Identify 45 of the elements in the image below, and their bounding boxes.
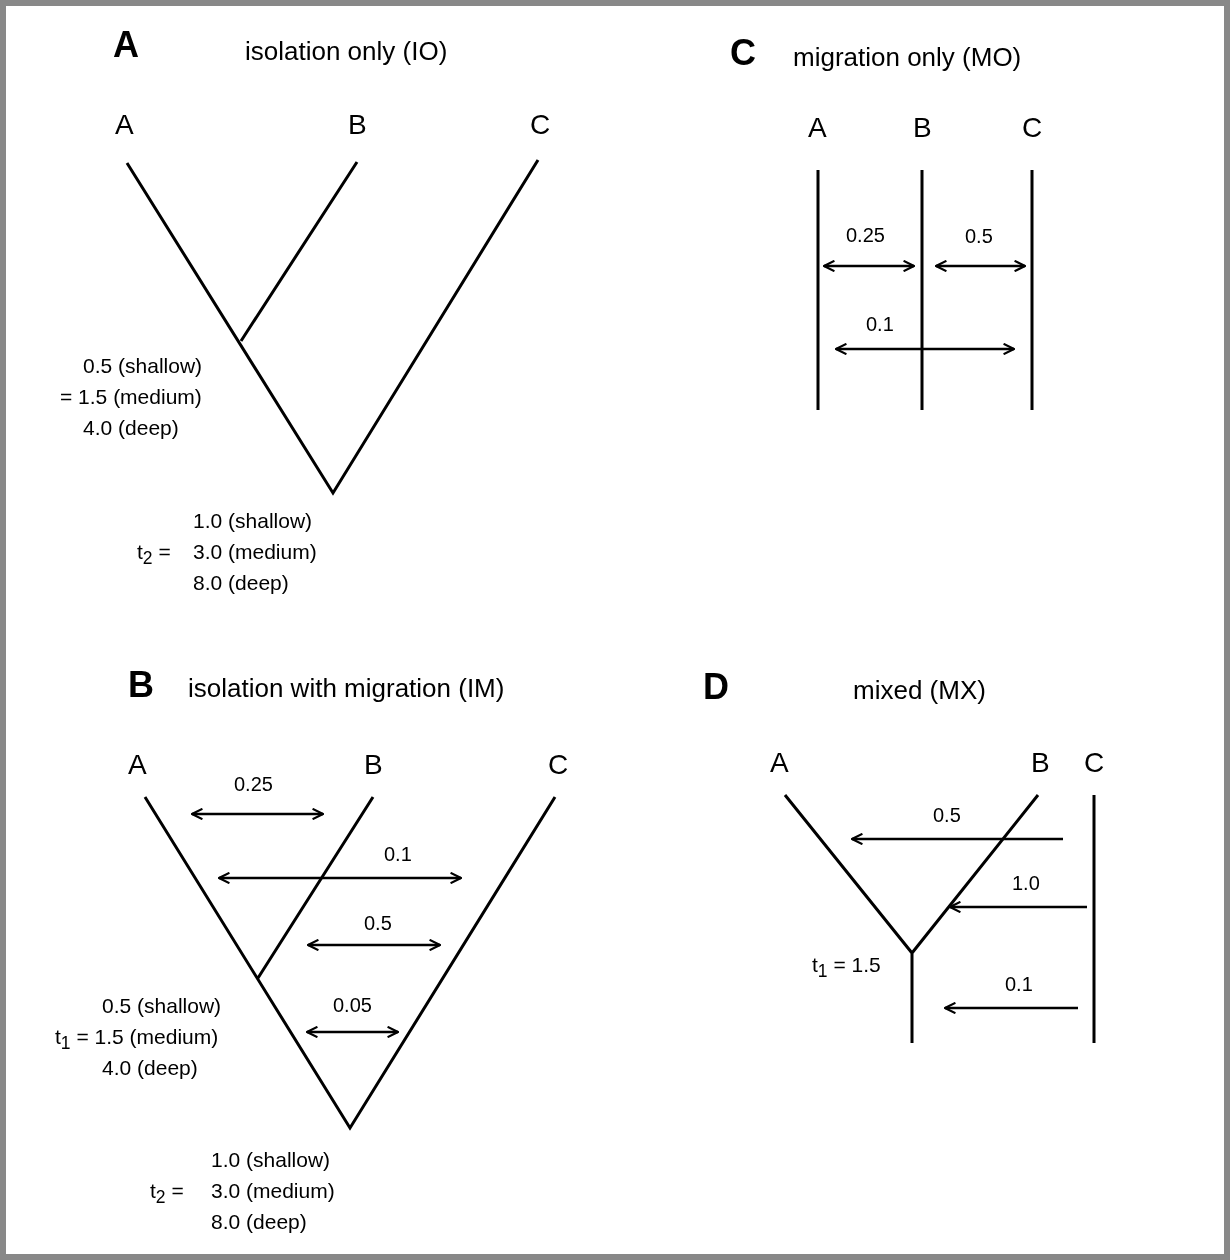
population-label: B <box>348 110 367 141</box>
migration-rate: 0.1 <box>384 843 412 865</box>
panel-title: mixed (MX) <box>853 676 986 705</box>
population-label: A <box>770 748 789 779</box>
time-value: t$_{1}$ = 1.5 (medium) <box>55 1025 219 1054</box>
panel-letter: A <box>113 25 139 65</box>
population-label: B <box>1031 748 1050 779</box>
population-label: C <box>530 110 551 141</box>
time-value: 8.0 (deep) <box>211 1210 307 1234</box>
time-value: = 1.5 (medium) <box>60 385 202 409</box>
migration-rate: 0.5 <box>965 225 993 247</box>
panel-letter: C <box>730 33 756 73</box>
panel-title: migration only (MO) <box>793 43 1022 72</box>
migration-rate: 0.5 <box>364 912 392 934</box>
population-label: B <box>364 750 383 781</box>
time-value: 3.0 (medium) <box>193 540 317 564</box>
migration-rate: 0.25 <box>234 773 273 795</box>
population-label: B <box>913 113 932 144</box>
time-value: 4.0 (deep) <box>83 416 179 440</box>
panel-letter: D <box>703 667 729 707</box>
time-value: 0.5 (shallow) <box>102 994 222 1018</box>
population-label: A <box>128 750 147 781</box>
population-label: C <box>548 750 569 781</box>
time-value: t$_{2}$ = <box>137 540 171 569</box>
time-value: 8.0 (deep) <box>193 571 289 595</box>
time-value: 4.0 (deep) <box>102 1056 198 1080</box>
panel-title: isolation with migration (IM) <box>188 674 505 703</box>
time-value: t$_{2}$ = <box>150 1179 184 1208</box>
migration-rate: 1.0 <box>1012 872 1040 894</box>
time-value: 3.0 (medium) <box>211 1179 335 1203</box>
time-value: 0.5 (shallow) <box>83 354 203 378</box>
time-value: t$_{1}$ = 1.5 <box>812 953 881 982</box>
population-label: C <box>1084 748 1105 779</box>
panel-title: isolation only (IO) <box>245 37 448 66</box>
population-label: A <box>115 110 134 141</box>
migration-rate: 0.1 <box>866 313 894 335</box>
migration-rate: 0.05 <box>333 994 372 1016</box>
population-label: A <box>808 113 827 144</box>
migration-rate: 0.25 <box>846 224 885 246</box>
population-label: C <box>1022 113 1043 144</box>
migration-rate: 0.5 <box>933 804 961 826</box>
time-value: 1.0 (shallow) <box>193 509 313 533</box>
panel-letter: B <box>128 665 154 705</box>
migration-rate: 0.1 <box>1005 973 1033 995</box>
time-value: 1.0 (shallow) <box>211 1148 331 1172</box>
